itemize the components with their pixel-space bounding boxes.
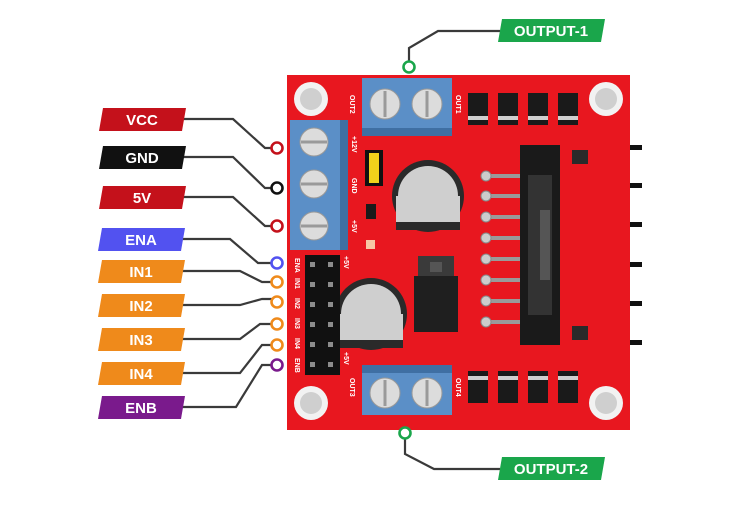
silk-out4: OUT4 <box>454 378 461 397</box>
5v-marker <box>270 219 284 233</box>
silkscreen-labels: OUT2 OUT1 OUT3 OUT4 +12V GND +5V +5V +5V… <box>293 95 461 397</box>
silk-plus5v-c: +5V <box>342 352 349 365</box>
silk-in1: IN1 <box>293 278 300 289</box>
label-ena-text: ENA <box>125 232 157 249</box>
terminal-power <box>290 120 348 250</box>
label-in3-text: IN3 <box>129 332 152 349</box>
label-enb: ENB <box>98 396 185 419</box>
silk-in4: IN4 <box>293 338 300 349</box>
small-chip <box>366 204 376 219</box>
silk-ena: ENA <box>293 258 300 273</box>
label-ena: ENA <box>98 228 185 251</box>
label-output2-text: OUTPUT-2 <box>514 461 588 478</box>
silk-in2: IN2 <box>293 298 300 309</box>
heatsink <box>520 145 588 345</box>
in3-marker <box>270 317 284 331</box>
ena-marker <box>270 256 284 270</box>
label-output1: OUTPUT-1 <box>498 19 605 42</box>
label-output1-text: OUTPUT-1 <box>514 23 588 40</box>
label-in2-text: IN2 <box>129 298 152 315</box>
label-in3: IN3 <box>98 328 185 351</box>
mounting-holes <box>294 82 623 420</box>
label-gnd-text: GND <box>125 150 159 167</box>
silk-out1: OUT1 <box>454 95 461 114</box>
label-enb-text: ENB <box>125 400 157 417</box>
terminal-out3-out4 <box>362 365 452 415</box>
label-vcc-text: VCC <box>126 112 158 129</box>
diodes <box>468 93 578 403</box>
in4-marker <box>270 338 284 352</box>
label-in2: IN2 <box>98 294 185 317</box>
silk-enb: ENB <box>293 358 300 373</box>
label-in1-text: IN1 <box>129 264 152 281</box>
label-in4-text: IN4 <box>129 366 153 383</box>
pin-markers <box>270 60 416 440</box>
label-in4: IN4 <box>98 362 185 385</box>
leader-lines <box>182 29 500 471</box>
gnd-marker <box>270 181 284 195</box>
silk-gnd: GND <box>350 178 357 194</box>
jumper-12v <box>365 150 383 186</box>
silk-plus12v: +12V <box>350 136 357 153</box>
capacitor-top <box>392 160 464 232</box>
silk-out3: OUT3 <box>348 378 355 397</box>
label-5v: 5V <box>99 186 186 209</box>
terminal-out1-out2 <box>362 78 452 136</box>
silk-out2: OUT2 <box>348 95 355 114</box>
output1-marker <box>402 60 416 74</box>
silk-plus5v-a: +5V <box>350 220 357 233</box>
label-gnd: GND <box>99 146 186 169</box>
driver-ic-pins <box>480 170 520 328</box>
in1-marker <box>270 275 284 289</box>
vcc-marker <box>270 141 284 155</box>
silk-in3: IN3 <box>293 318 300 329</box>
in2-marker <box>270 295 284 309</box>
label-in1: IN1 <box>98 260 185 283</box>
capacitor-bottom <box>335 278 407 350</box>
silk-plus5v-b: +5V <box>342 256 349 269</box>
label-5v-text: 5V <box>133 190 151 207</box>
label-vcc: VCC <box>99 108 186 131</box>
label-output2: OUTPUT-2 <box>498 457 605 480</box>
enb-marker <box>270 358 284 372</box>
output2-marker <box>398 426 412 440</box>
voltage-regulator <box>414 256 458 332</box>
control-header <box>305 255 340 375</box>
power-led <box>366 240 375 249</box>
